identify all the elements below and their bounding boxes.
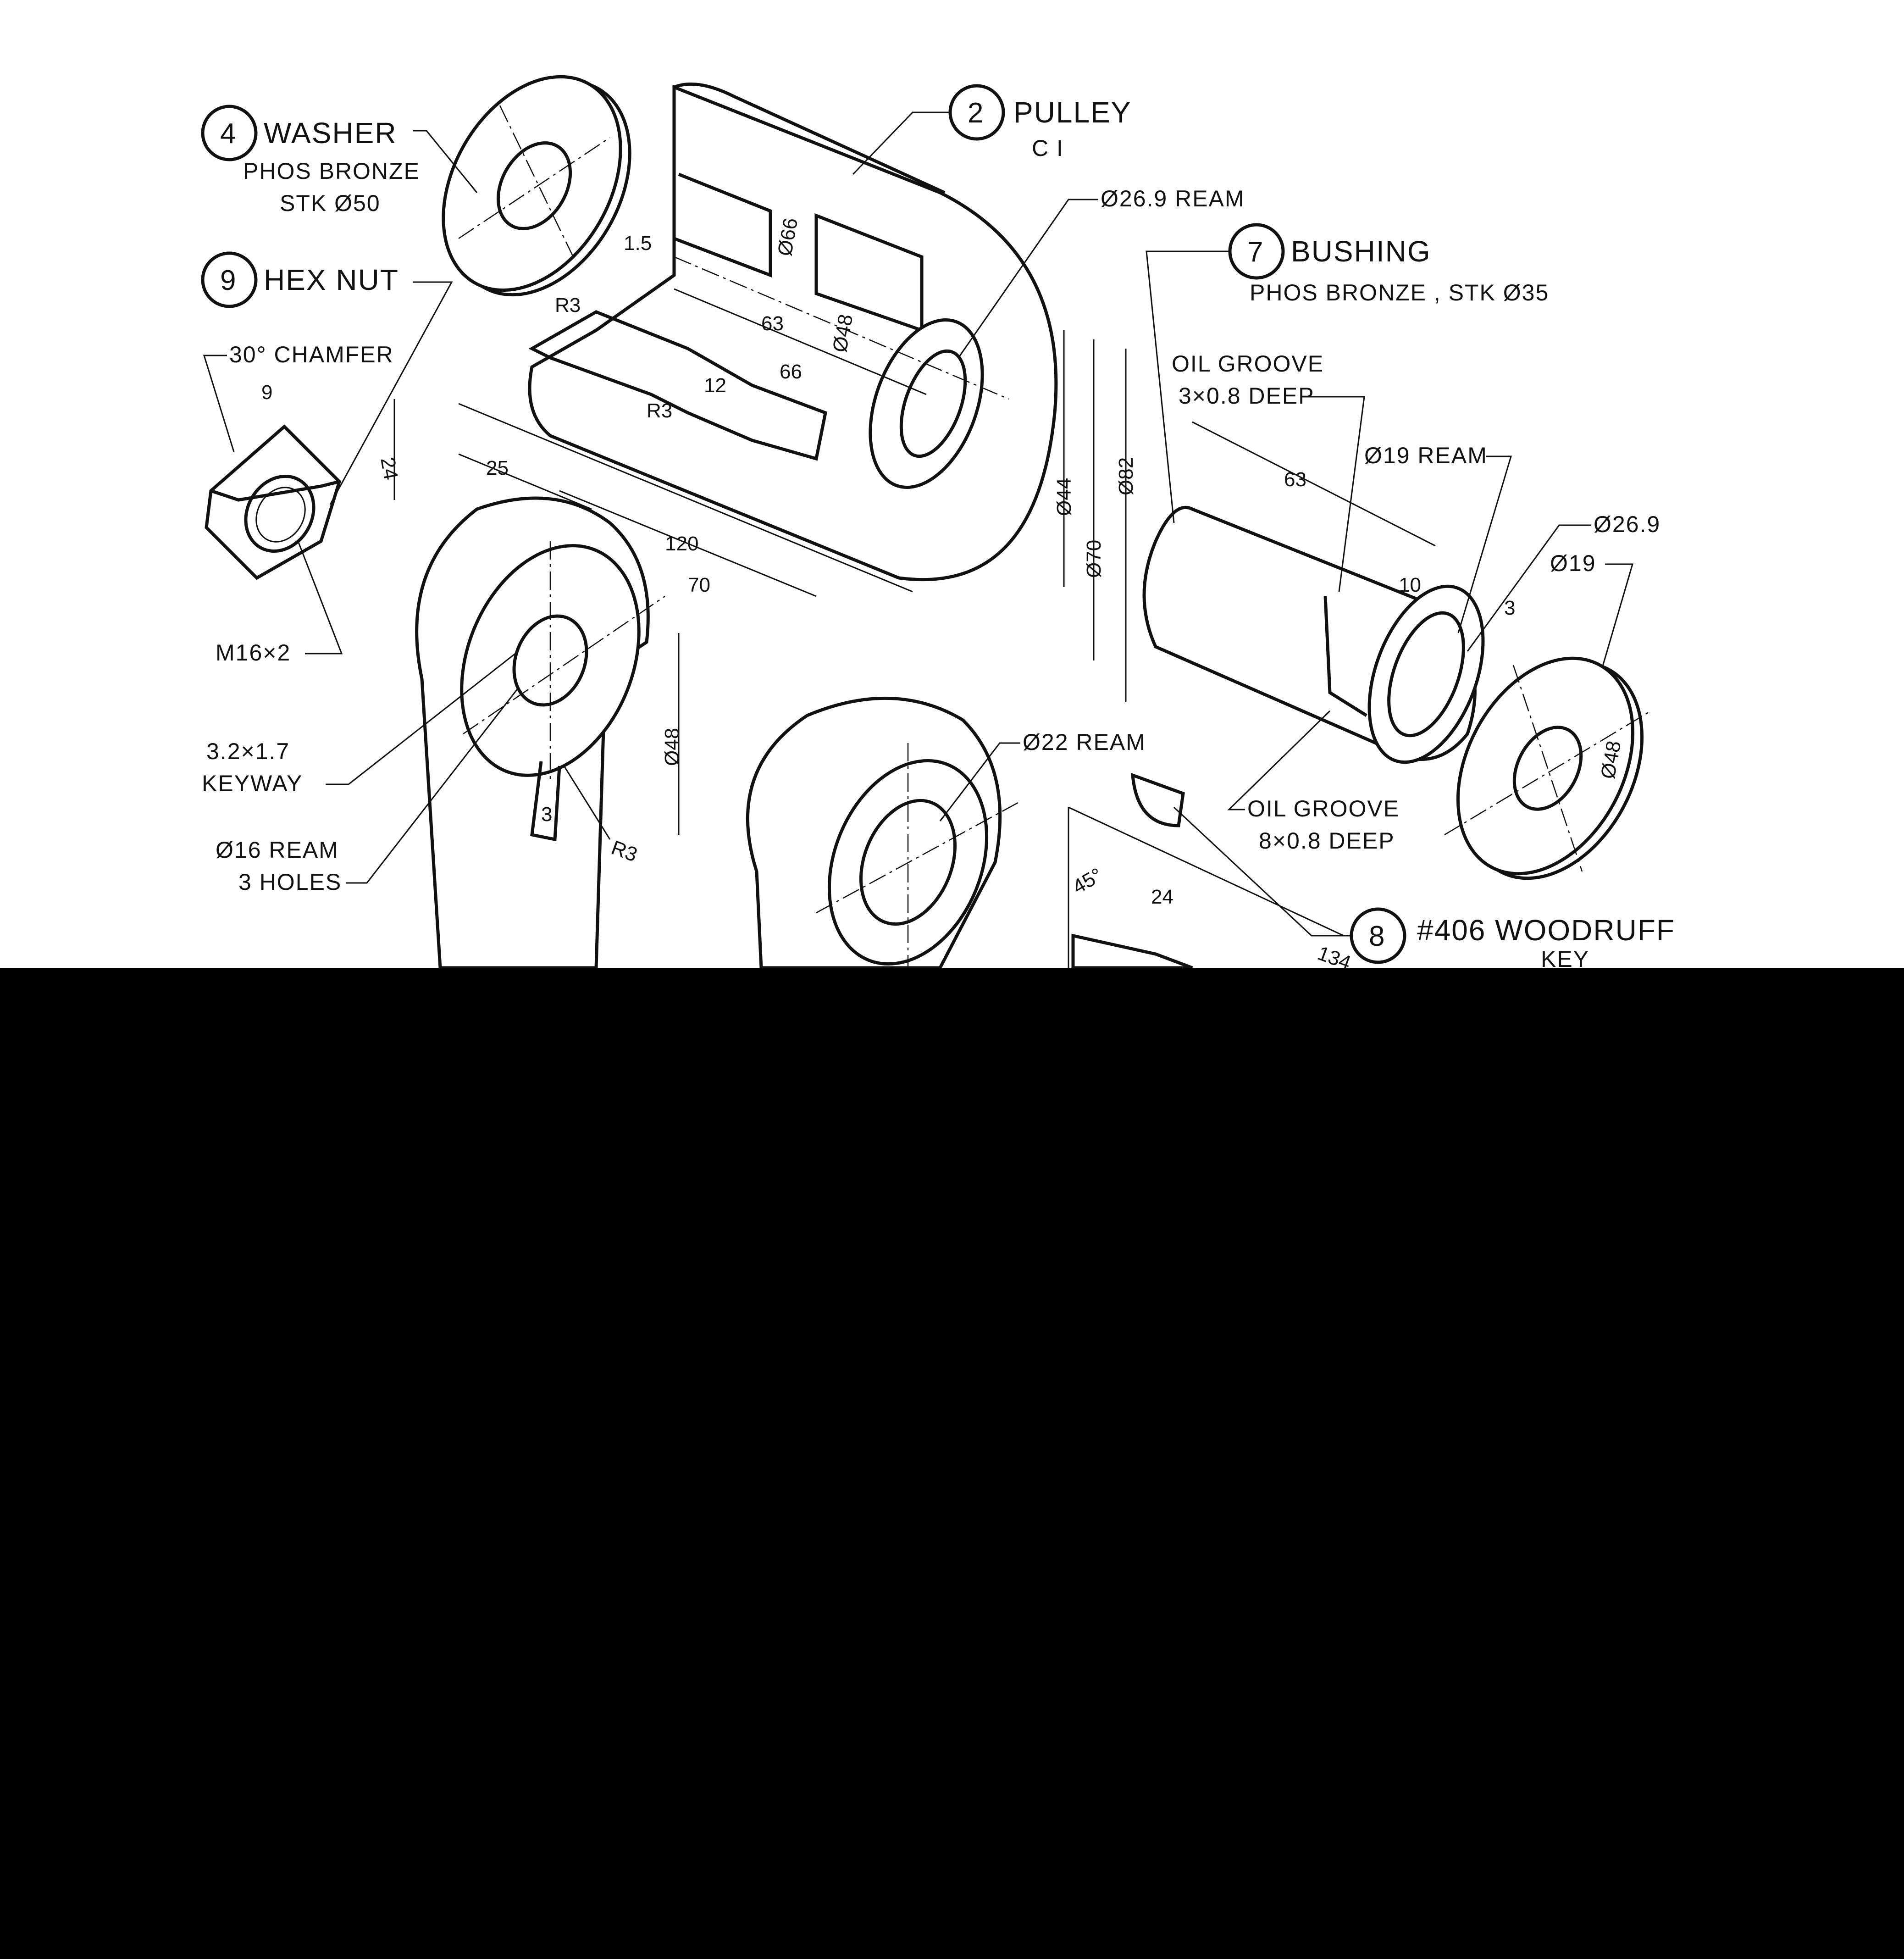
bushing-oil-groove-top-size: 3×0.8 DEEP bbox=[1179, 383, 1315, 409]
key-title: #406 WOODRUFF bbox=[1417, 914, 1675, 947]
key-title-cont: KEY bbox=[1541, 946, 1589, 968]
washer-title: WASHER bbox=[264, 117, 397, 150]
pulley-dim-66: 66 bbox=[780, 361, 802, 383]
bushing-material: PHOS BRONZE , STK Ø35 bbox=[1250, 280, 1549, 305]
hex-nut-part bbox=[205, 424, 341, 580]
hex-nut-number: 9 bbox=[220, 265, 236, 296]
washer-material: PHOS BRONZE bbox=[243, 158, 420, 184]
arm-holes: 3 HOLES bbox=[238, 869, 342, 895]
key-dim-134: 134 bbox=[1315, 942, 1354, 968]
pulley-part bbox=[528, 82, 1058, 582]
bushing-inner-dia: Ø19 bbox=[1550, 550, 1596, 576]
washer-part bbox=[442, 75, 631, 297]
bushing-ream: Ø19 REAM bbox=[1364, 443, 1488, 468]
washer-number: 4 bbox=[220, 118, 236, 150]
key-angle: 45° bbox=[1069, 864, 1107, 899]
key-dim-24: 24 bbox=[1151, 886, 1173, 908]
exploded-assembly-drawing: 4 WASHER PHOS BRONZE STK Ø50 2 PULLEY C … bbox=[201, 75, 1675, 968]
hex-nut-chamfer: 30° CHAMFER bbox=[229, 342, 394, 367]
hex-nut-thickness: 9 bbox=[261, 381, 272, 404]
arm-radius: R3 bbox=[609, 836, 641, 866]
bushing-outer-dia: Ø26.9 bbox=[1594, 511, 1660, 537]
woodruff-key-part bbox=[1068, 772, 1344, 968]
pulley-radius-mid: R3 bbox=[647, 400, 672, 422]
pulley-dim-12: 12 bbox=[704, 374, 726, 397]
pulley-radius-top: R3 bbox=[555, 294, 581, 316]
washer-stock: STK Ø50 bbox=[280, 190, 381, 216]
hex-nut-callout: 9 HEX NUT 30° CHAMFER 9 24 M16×2 bbox=[201, 251, 453, 666]
bushing-offset: 10 bbox=[1399, 574, 1421, 596]
hex-nut-across-flats: 24 bbox=[376, 455, 402, 482]
arm-boss-ream: Ø22 REAM bbox=[1023, 729, 1146, 755]
arm-dim-center: 70 bbox=[688, 574, 710, 596]
bushing-oil-groove-top: OIL GROOVE bbox=[1172, 351, 1324, 377]
pulley-number: 2 bbox=[968, 97, 983, 129]
pulley-material: C I bbox=[1032, 135, 1064, 161]
washer-callout: 4 WASHER PHOS BRONZE STK Ø50 bbox=[201, 105, 478, 216]
woodruff-key-callout: 8 #406 WOODRUFF KEY 45° 24 134 bbox=[1069, 806, 1675, 968]
drawing-sheet: 4 WASHER PHOS BRONZE STK Ø50 2 PULLEY C … bbox=[0, 0, 1904, 968]
arm-keyway-size: 3.2×1.7 bbox=[206, 738, 290, 764]
pulley-callout: 2 PULLEY C I bbox=[852, 84, 1131, 175]
arm-ream: Ø16 REAM bbox=[216, 837, 339, 863]
pulley-dim-63: 63 bbox=[761, 312, 784, 335]
bushing-part bbox=[1142, 505, 1485, 764]
masked-region bbox=[0, 968, 1904, 1959]
key-number: 8 bbox=[1369, 921, 1384, 952]
bushing-dimensions: OIL GROOVE 3×0.8 DEEP 63 Ø19 REAM Ø26.9 … bbox=[1172, 351, 1660, 854]
arm-key-dim: 3 bbox=[541, 803, 552, 826]
arm-keyway-label: KEYWAY bbox=[202, 771, 303, 796]
hex-nut-thread: M16×2 bbox=[216, 640, 291, 666]
arm-dim-dia: Ø48 bbox=[661, 728, 683, 766]
pulley-title: PULLEY bbox=[1013, 96, 1131, 129]
right-washer-part bbox=[1444, 656, 1651, 880]
arm-dim-width: 25 bbox=[486, 457, 509, 479]
bushing-number: 7 bbox=[1247, 236, 1263, 268]
bushing-length: 63 bbox=[1284, 468, 1306, 491]
pulley-dim-step: 1.5 bbox=[624, 232, 652, 255]
arm-part bbox=[415, 496, 1018, 968]
bushing-oil-groove-bottom-size: 8×0.8 DEEP bbox=[1259, 828, 1395, 854]
hex-nut-title: HEX NUT bbox=[264, 263, 399, 296]
pulley-bore-ream: Ø26.9 REAM bbox=[1101, 186, 1245, 211]
bushing-callout: 7 BUSHING PHOS BRONZE , STK Ø35 bbox=[1146, 223, 1549, 523]
arm-dimensions: 25 120 70 Ø48 3.2×1.7 KEYWAY Ø16 REAM 3 … bbox=[202, 403, 1146, 895]
bushing-title: BUSHING bbox=[1291, 235, 1431, 268]
bushing-oil-groove-bottom: OIL GROOVE bbox=[1247, 796, 1400, 821]
right-washer-thickness: 3 bbox=[1504, 597, 1515, 619]
